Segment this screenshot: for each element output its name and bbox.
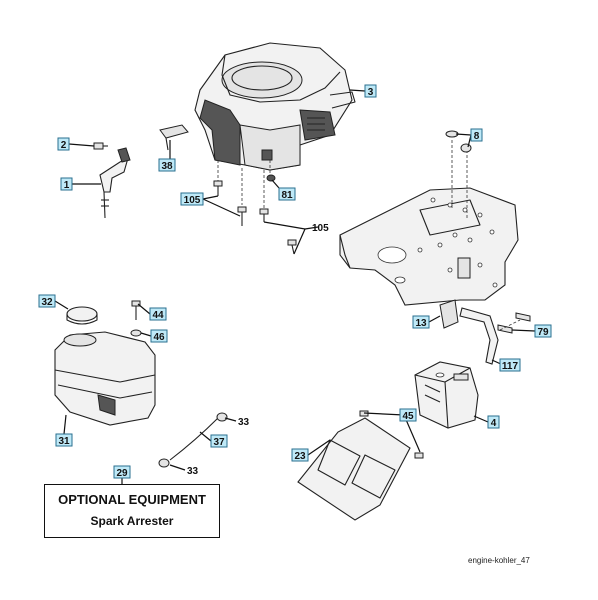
callout-8[interactable]: 8	[470, 128, 483, 142]
frame-drawing	[339, 187, 519, 306]
exhaust-pipe-117	[459, 307, 499, 365]
image-reference: engine-kohler_47	[468, 556, 530, 565]
svg-text:13: 13	[415, 318, 427, 329]
svg-text:46: 46	[153, 332, 165, 343]
spacer-81	[266, 174, 276, 182]
svg-text:79: 79	[537, 327, 549, 338]
label-33-bottom: 33	[187, 466, 199, 477]
callout-4[interactable]: 4	[487, 415, 500, 429]
svg-text:44: 44	[152, 310, 164, 321]
svg-text:2: 2	[61, 140, 67, 151]
svg-text:1: 1	[64, 180, 70, 191]
svg-text:23: 23	[294, 451, 306, 462]
svg-text:8: 8	[474, 131, 480, 142]
fuel-cap-32	[66, 306, 98, 325]
callout-2[interactable]: 2	[57, 137, 70, 151]
label-33-top: 33	[238, 417, 250, 428]
label-105-right: 105	[312, 223, 329, 234]
svg-text:29: 29	[116, 468, 128, 479]
callout-81[interactable]: 81	[278, 187, 296, 201]
callout-23[interactable]: 23	[291, 448, 309, 462]
bracket-13	[439, 299, 459, 329]
callout-45[interactable]: 45	[399, 408, 417, 422]
washer-46	[130, 329, 142, 337]
svg-text:117: 117	[502, 361, 519, 372]
callout-37[interactable]: 37	[210, 434, 228, 448]
callout-117[interactable]: 117	[499, 358, 521, 372]
svg-text:105: 105	[184, 195, 201, 206]
fuel-tank-31	[54, 331, 156, 426]
throttle-bracket-1	[99, 147, 131, 219]
bolt-105-b	[237, 206, 247, 226]
screw-44	[131, 300, 141, 320]
heat-shield-23	[297, 417, 411, 521]
svg-text:38: 38	[161, 161, 173, 172]
engine-drawing	[194, 42, 356, 171]
bolt-105-c	[259, 208, 269, 222]
svg-text:4: 4	[491, 418, 497, 429]
svg-text:81: 81	[281, 190, 293, 201]
spark-arrester-label: Spark Arrester	[90, 514, 174, 528]
fuel-line-37	[158, 412, 228, 468]
callout-3[interactable]: 3	[364, 84, 377, 98]
grommet-38	[159, 124, 189, 151]
screw-2	[93, 142, 108, 150]
callout-32[interactable]: 32	[38, 294, 56, 308]
callout-44[interactable]: 44	[149, 307, 167, 321]
callout-29[interactable]: 29	[113, 465, 131, 479]
svg-text:32: 32	[41, 297, 53, 308]
optional-equipment-box: OPTIONAL EQUIPMENT Spark Arrester	[44, 484, 220, 538]
optional-equipment-title: OPTIONAL EQUIPMENT	[58, 492, 206, 507]
svg-text:3: 3	[368, 87, 374, 98]
bushing-8	[445, 130, 472, 153]
bolt-79	[497, 312, 531, 334]
callout-1[interactable]: 1	[60, 177, 73, 191]
svg-text:45: 45	[402, 411, 414, 422]
callout-46[interactable]: 46	[150, 329, 168, 343]
callout-79[interactable]: 79	[534, 324, 552, 338]
bolt-105-d	[287, 239, 297, 255]
svg-text:31: 31	[58, 436, 70, 447]
callout-38[interactable]: 38	[158, 158, 176, 172]
callout-13[interactable]: 13	[412, 315, 430, 329]
svg-text:37: 37	[213, 437, 225, 448]
callout-31[interactable]: 31	[55, 433, 73, 447]
callout-105[interactable]: 105	[180, 192, 204, 206]
muffler-4	[414, 361, 479, 429]
bolt-105-a	[213, 180, 223, 196]
